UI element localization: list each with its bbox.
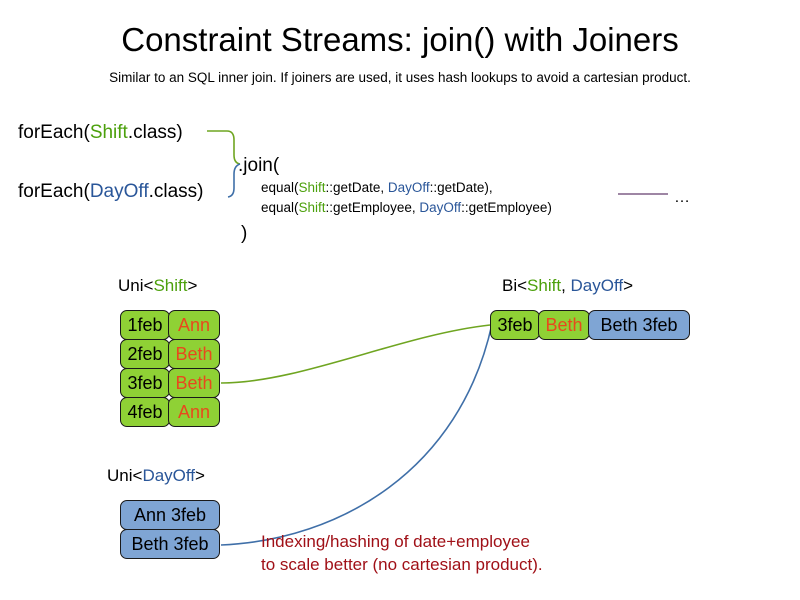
code-joiner-employee-right-class: DayOff [419, 200, 462, 215]
code-joiner-date-prefix: equal( [261, 180, 299, 195]
code-foreach-shift-prefix: forEach( [18, 122, 90, 143]
dayoff-row: Beth 3feb [120, 529, 220, 559]
label-bi-suffix: > [623, 276, 634, 295]
annotation-text: Indexing/hashing of date+employee to sca… [261, 530, 543, 576]
shift-row-employee: Beth [168, 339, 220, 369]
code-foreach-dayoff-suffix: .class) [148, 181, 204, 202]
connector-shift-row-to-bi [220, 324, 491, 384]
label-uni-dayoff-class: DayOff [142, 466, 196, 485]
label-uni-shift-class: Shift [153, 276, 188, 295]
label-uni-dayoff-suffix: > [195, 466, 205, 485]
label-bi-prefix: Bi< [502, 276, 528, 295]
label-bi-stream: Bi<Shift, DayOff> [502, 275, 633, 297]
annotation-line-1: Indexing/hashing of date+employee [261, 532, 530, 551]
code-joiner-employee: equal(Shift::getEmployee, DayOff::getEmp… [261, 199, 552, 217]
shift-row-date: 3feb [120, 368, 170, 398]
code-foreach-dayoff-prefix: forEach( [18, 181, 90, 202]
label-uni-dayoff: Uni<DayOff> [107, 465, 205, 487]
connector-shift-to-join [207, 130, 241, 165]
annotation-line-2: to scale better (no cartesian product). [261, 555, 543, 574]
code-foreach-shift-class: Shift [89, 122, 128, 143]
label-bi-separator: , [561, 276, 571, 295]
bi-row-employee: Beth [538, 310, 590, 340]
page-subtitle: Similar to an SQL inner join. If joiners… [109, 70, 691, 85]
bi-row-dayoff: Beth 3feb [588, 310, 690, 340]
code-joiner-employee-left-method: ::getEmployee, [325, 200, 420, 215]
shift-row-date: 1feb [120, 310, 170, 340]
label-uni-shift-suffix: > [187, 276, 198, 295]
label-uni-shift-prefix: Uni< [118, 276, 154, 295]
code-foreach-dayoff-class: DayOff [89, 181, 149, 202]
code-foreach-shift-suffix: .class) [127, 122, 183, 143]
connector-dayoff-row-to-bi [220, 323, 493, 546]
code-join-close: ) [241, 223, 248, 244]
code-joiner-date-left-class: Shift [298, 180, 326, 195]
code-ellipsis: … [674, 189, 690, 206]
code-joiner-date-left-method: ::getDate, [325, 180, 388, 195]
code-join-open: .join( [238, 155, 280, 176]
label-uni-dayoff-prefix: Uni< [107, 466, 143, 485]
code-foreach-dayoff: forEach(DayOff.class) [18, 180, 204, 204]
code-joiner-employee-right-method: ::getEmployee) [461, 200, 552, 215]
code-foreach-shift: forEach(Shift.class) [18, 121, 183, 145]
code-joiner-date-right-class: DayOff [387, 180, 430, 195]
shift-row-employee: Ann [168, 397, 220, 427]
dayoff-row: Ann 3feb [120, 500, 220, 530]
code-joiner-employee-left-class: Shift [298, 200, 326, 215]
code-joiner-employee-prefix: equal( [261, 200, 299, 215]
page-title: Constraint Streams: join() with Joiners [121, 21, 679, 58]
bi-row-date: 3feb [490, 310, 540, 340]
label-uni-shift: Uni<Shift> [118, 275, 197, 297]
code-joiner-date-right-method: ::getDate), [429, 180, 493, 195]
shift-row-employee: Ann [168, 310, 220, 340]
shift-row-date: 2feb [120, 339, 170, 369]
code-joiner-date: equal(Shift::getDate, DayOff::getDate), [261, 179, 493, 197]
shift-row-date: 4feb [120, 397, 170, 427]
shift-row-employee: Beth [168, 368, 220, 398]
label-bi-class-shift: Shift [527, 276, 562, 295]
label-bi-class-dayoff: DayOff [570, 276, 624, 295]
